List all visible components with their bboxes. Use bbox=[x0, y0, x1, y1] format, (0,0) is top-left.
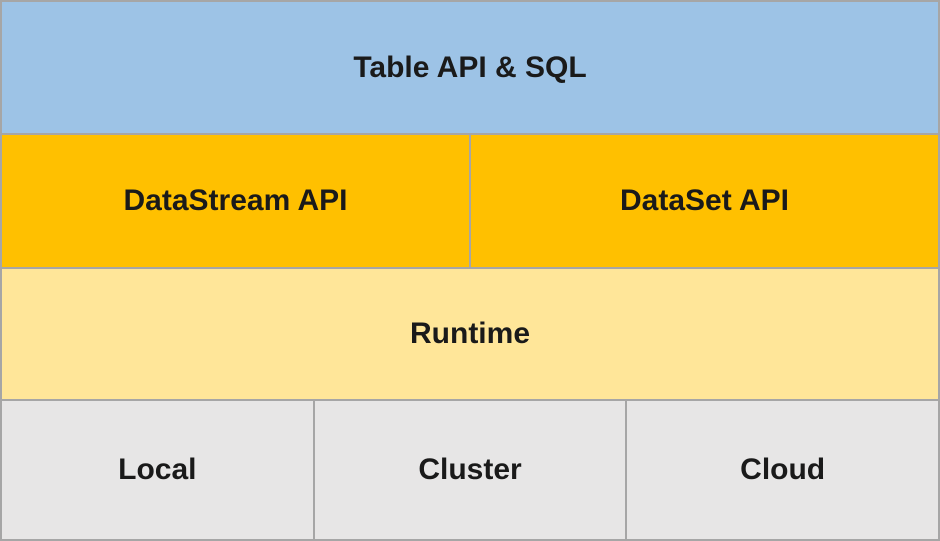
layer-table-api-sql-label: Table API & SQL bbox=[353, 50, 587, 84]
layer-dataset-api: DataSet API bbox=[471, 135, 938, 267]
layer-deploy-local-label: Local bbox=[118, 453, 197, 486]
layer-deploy-local: Local bbox=[2, 401, 313, 539]
layer-runtime-label: Runtime bbox=[410, 317, 530, 350]
layer-apis-row: DataStream API DataSet API bbox=[2, 135, 938, 267]
layer-deploy-cloud-label: Cloud bbox=[740, 453, 826, 486]
layer-deploy-cloud: Cloud bbox=[627, 401, 938, 539]
layer-datastream-api: DataStream API bbox=[2, 135, 469, 267]
layer-table-api-sql: Table API & SQL bbox=[2, 2, 938, 133]
layer-runtime: Runtime bbox=[2, 269, 938, 399]
layer-dataset-api-label: DataSet API bbox=[620, 184, 789, 217]
layer-deploy-cluster: Cluster bbox=[314, 401, 626, 539]
layer-deploy-cluster-label: Cluster bbox=[418, 453, 522, 486]
layer-deployment-row: Local Cluster Cloud bbox=[2, 401, 938, 539]
layer-datastream-api-label: DataStream API bbox=[123, 184, 348, 217]
